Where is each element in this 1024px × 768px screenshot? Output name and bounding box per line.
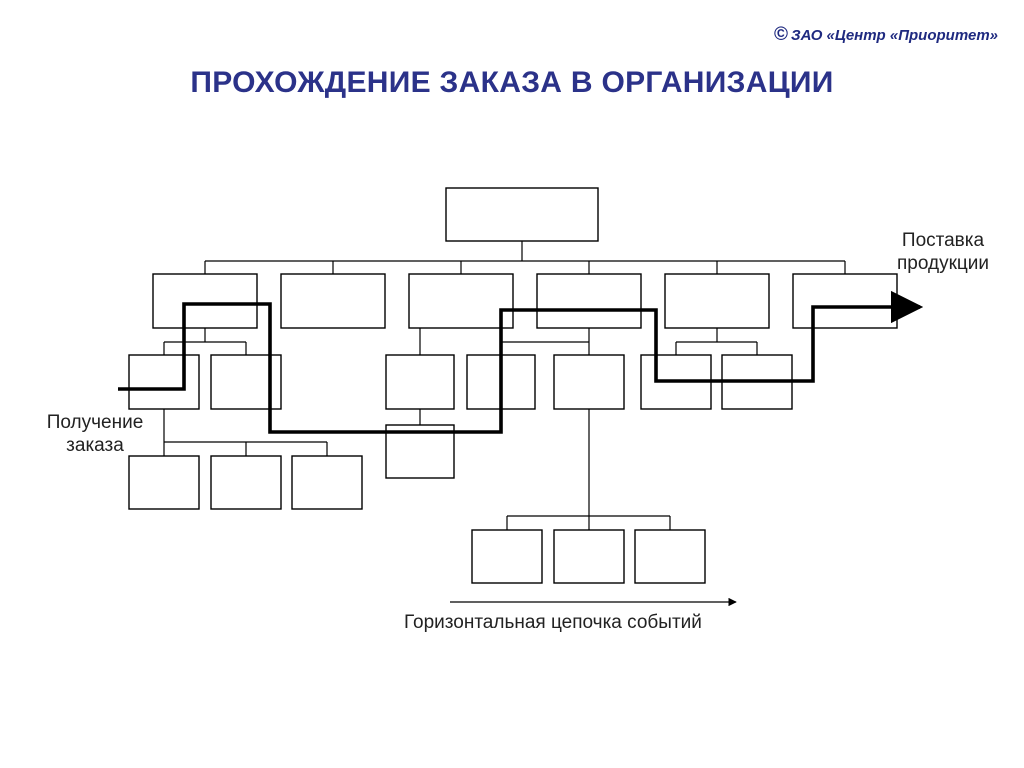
org-box-subunit	[385, 424, 455, 479]
org-box-dept	[280, 273, 386, 329]
org-box-dept	[664, 273, 770, 329]
product-delivery-line1: Поставка	[901, 230, 985, 251]
org-box-unit	[385, 354, 455, 410]
page-title: ПРОХОЖДЕНИЕ ЗАКАЗА В ОРГАНИЗАЦИИ	[190, 66, 834, 99]
org-box-subunit	[128, 455, 200, 510]
order-flow-path	[118, 290, 924, 434]
org-box-subunit	[553, 529, 625, 584]
org-box-subunit	[210, 455, 282, 510]
org-box-dept	[152, 273, 258, 329]
org-box-dept	[792, 273, 898, 329]
order-receipt-label: Получение заказа	[20, 411, 170, 457]
org-box-subunit	[634, 529, 706, 584]
org-box-unit	[128, 354, 200, 410]
copyright-icon: ©	[773, 24, 788, 45]
org-box-subunit	[291, 455, 363, 510]
order-receipt-line2: заказа	[66, 435, 124, 456]
org-box-subunit	[471, 529, 543, 584]
org-box-dept	[408, 273, 514, 329]
order-receipt-line1: Получение	[46, 412, 144, 433]
copyright-text: ЗАО «Центр «Приоритет»	[790, 27, 998, 44]
org-boxes	[128, 187, 898, 584]
connectors	[163, 241, 846, 530]
product-delivery-line2: продукции	[896, 253, 989, 274]
copyright: ©ЗАО «Центр «Приоритет»	[774, 24, 998, 46]
org-box-top	[445, 187, 599, 242]
org-box-dept	[536, 273, 642, 329]
event-chain-label: Горизонтальная цепочка событий	[404, 612, 702, 633]
product-delivery-label: Поставка продукции	[868, 229, 1018, 275]
org-box-unit	[553, 354, 625, 410]
